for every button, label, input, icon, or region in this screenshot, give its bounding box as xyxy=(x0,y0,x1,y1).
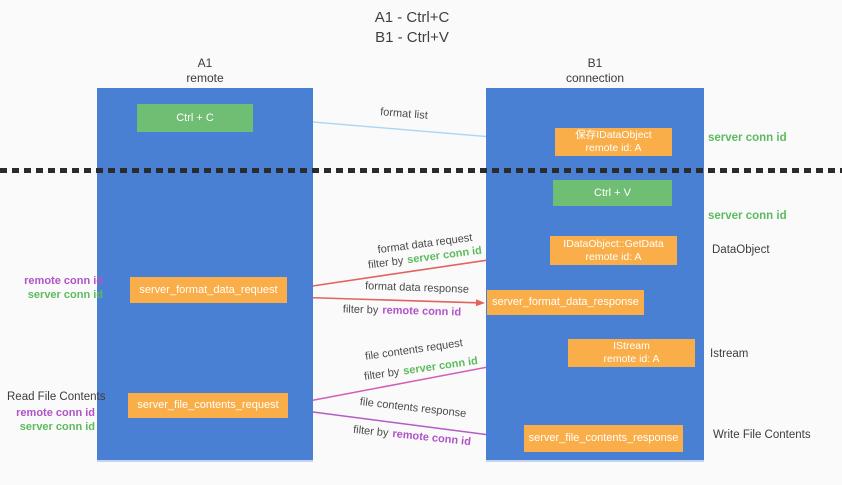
diagram-title: A1 - Ctrl+C B1 - Ctrl+V xyxy=(312,8,512,48)
node-server-format-data-response: server_format_data_response xyxy=(487,290,644,315)
format-response-label: server_format_data_response xyxy=(492,296,639,308)
arrow-label-format-data-response: format data response xyxy=(364,280,470,296)
file-response-label: server_file_contents_response xyxy=(528,432,679,444)
label-server-conn-id-left-2: server conn id xyxy=(19,421,95,433)
label-pair-conn-ids-2: remote conn id server conn id xyxy=(8,406,95,434)
filter-by-prefix-4: filter by xyxy=(352,423,390,440)
label-write-file-contents: Write File Contents xyxy=(713,429,811,441)
lane-header-b1: B1 connection xyxy=(486,56,704,86)
save-idataobject-line1: 保存IDataObject xyxy=(575,129,652,141)
filter-by-prefix-2: filter by xyxy=(342,303,379,317)
title-line-1: A1 - Ctrl+C xyxy=(374,9,450,26)
dotted-separator-line xyxy=(0,168,842,173)
istream-line2: remote id: A xyxy=(603,353,660,365)
getdata-line1: IDataObject::GetData xyxy=(563,237,664,250)
node-ctrl-c: Ctrl + C xyxy=(137,104,253,132)
ctrl-v-label: Ctrl + V xyxy=(594,186,631,199)
label-pair-conn-ids-1: remote conn id server conn id xyxy=(8,274,103,302)
lane-a1-name: A1 xyxy=(197,56,213,70)
node-server-file-contents-response: server_file_contents_response xyxy=(524,425,683,452)
title-line-2: B1 - Ctrl+V xyxy=(375,29,449,46)
label-dataobject: DataObject xyxy=(712,244,770,256)
lane-header-a1: A1 remote xyxy=(97,56,313,86)
getdata-line2: remote id: A xyxy=(585,250,642,263)
arrow-label-format-list: format list xyxy=(379,106,429,122)
istream-line1: IStream xyxy=(613,340,650,352)
label-server-conn-id-mid: server conn id xyxy=(708,210,787,222)
lane-b1-subtitle: connection xyxy=(565,71,625,85)
node-server-format-data-request: server_format_data_request xyxy=(130,277,287,303)
filter-by-prefix-3: filter by xyxy=(363,366,401,383)
label-server-conn-id-top: server conn id xyxy=(708,132,787,144)
node-ctrl-v: Ctrl + V xyxy=(553,180,672,206)
label-remote-conn-id-1: remote conn id xyxy=(24,275,103,287)
save-idataobject-line2: remote id: A xyxy=(585,142,642,154)
lane-b1-name: B1 xyxy=(587,56,603,70)
label-remote-conn-id-2: remote conn id xyxy=(16,407,95,419)
node-save-idataobject: 保存IDataObject remote id: A xyxy=(555,128,672,156)
node-server-file-contents-request: server_file_contents_request xyxy=(128,393,288,418)
filter-by-prefix-1: filter by xyxy=(367,254,405,272)
node-istream: IStream remote id: A xyxy=(568,339,695,367)
file-request-label: server_file_contents_request xyxy=(137,399,279,411)
format-request-label: server_format_data_request xyxy=(139,283,278,296)
lane-a1-subtitle: remote xyxy=(186,71,224,85)
ctrl-c-label: Ctrl + C xyxy=(176,111,214,124)
arrow-label-file-contents-response: file contents response xyxy=(359,395,467,421)
node-idataobject-getdata: IDataObject::GetData remote id: A xyxy=(550,236,677,265)
filter-by-value-4: remote conn id xyxy=(391,427,472,449)
filter-by-value-2: remote conn id xyxy=(382,304,462,319)
label-server-conn-id-left-1: server conn id xyxy=(27,289,103,301)
label-istream: Istream xyxy=(710,348,749,360)
label-read-file-contents: Read File Contents xyxy=(7,391,106,403)
filter-by-value-3: server conn id xyxy=(402,355,479,378)
